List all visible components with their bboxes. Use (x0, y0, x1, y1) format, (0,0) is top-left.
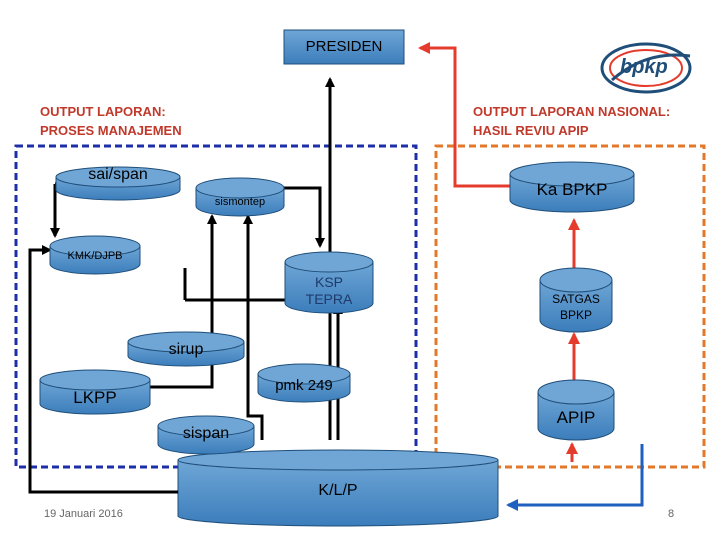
pmk-249-label: pmk 249 (275, 377, 333, 394)
sispan-node (157, 415, 255, 455)
lkpp-label: LKPP (73, 388, 117, 407)
sismontep-node (195, 177, 285, 217)
lkpp-node (39, 369, 151, 415)
ka-bpkp-label: Ka BPKP (536, 180, 608, 199)
kmk-djpb-node (49, 235, 141, 275)
output-left-label: OUTPUT LAPORAN: PROSES MANAJEMEN (40, 102, 182, 140)
output-right-line2: HASIL REVIU APIP (473, 123, 589, 138)
sai-span-node (55, 166, 181, 201)
sai-span-label: sai/span (88, 166, 148, 183)
satgas-bpkp-node (539, 267, 613, 333)
sispan-label: sispan (182, 425, 230, 442)
ksp-tepra-label: KSP TEPRA (285, 274, 373, 308)
satgas-label: SATGAS (552, 292, 600, 306)
output-left-line1: OUTPUT LAPORAN: (40, 104, 166, 119)
presiden-label: PRESIDEN (305, 38, 383, 55)
sirup-label: sirup (168, 341, 204, 358)
ksp-tepra-node (284, 251, 374, 314)
pmk-249-node (257, 363, 351, 403)
klp-label: K/L/P (318, 482, 358, 499)
arrow-sismontep-to-ksp (280, 186, 325, 248)
output-right-line1: OUTPUT LAPORAN NASIONAL: (473, 104, 671, 119)
kmk-djpb-label: KMK/DJPB (67, 250, 123, 262)
sismontep-label: sismontep (214, 196, 266, 208)
arrow-left-loop (28, 245, 178, 494)
output-left-line2: PROSES MANAJEMEN (40, 123, 182, 138)
arrow-apip-to-klp (506, 444, 644, 511)
tepra-label: TEPRA (305, 291, 353, 307)
blue-connectors (506, 444, 644, 511)
red-connectors (418, 42, 580, 462)
apip-label: APIP (556, 408, 596, 427)
bpkp-logo-text: bpkp (620, 56, 668, 78)
footer-page-number: 8 (668, 508, 675, 520)
proses-manajemen-frame (14, 144, 418, 469)
presiden-node (283, 29, 405, 65)
arrow-to-sismontep-from-lkpp (140, 214, 217, 389)
bpkp-logo (600, 42, 692, 94)
ksp-label: KSP (314, 274, 343, 290)
arrow-ka-bpkp-to-presiden (418, 42, 510, 188)
hasil-reviu-frame (434, 144, 706, 469)
footer-date: 19 Januari 2016 (44, 508, 123, 520)
ka-bpkp-node (509, 161, 635, 213)
sirup-node (127, 331, 245, 367)
bpkp-label: BPKP (559, 308, 592, 322)
satgas-bpkp-label: SATGAS BPKP (540, 291, 612, 323)
klp-node (177, 449, 499, 527)
arrow-to-sismontep (243, 214, 264, 440)
output-right-label: OUTPUT LAPORAN NASIONAL: HASIL REVIU API… (473, 102, 670, 140)
apip-node (537, 379, 615, 441)
